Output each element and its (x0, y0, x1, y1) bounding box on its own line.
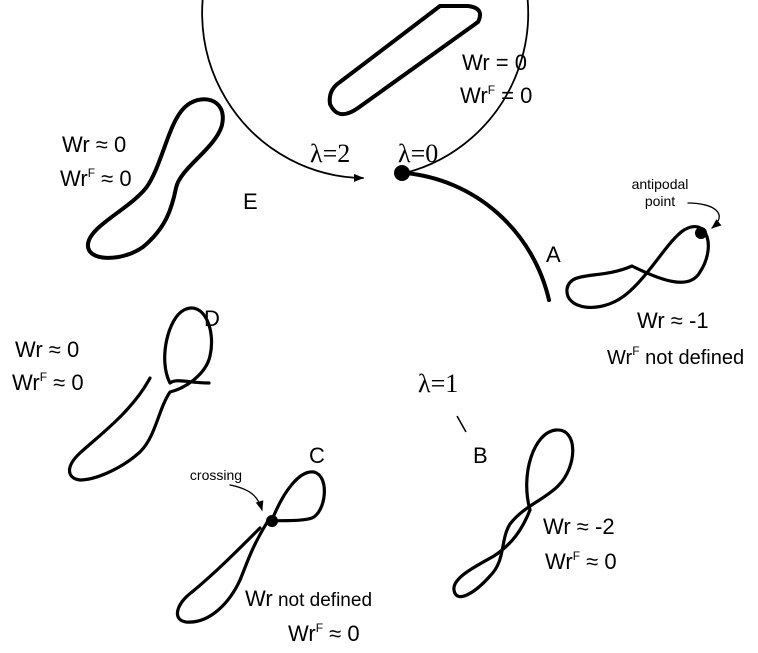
antipodal-arrow (687, 202, 722, 229)
c-wrf: WrF ≈ 0 (288, 621, 360, 646)
top-wr: Wr = 0 (462, 50, 527, 75)
e-wr: Wr ≈ 0 (62, 132, 126, 157)
antipodal-dot (695, 227, 707, 239)
lambda-2-label: λ=2 (310, 139, 350, 168)
top-wrf: WrF = 0 (460, 83, 532, 108)
point-e-label: E (243, 189, 258, 214)
b-wrf: WrF ≈ 0 (545, 549, 617, 574)
curve-d (67, 306, 214, 482)
c-wr: Wr not defined (245, 586, 372, 611)
crossing-arrow (229, 484, 264, 511)
curve-e (86, 97, 225, 260)
central-circle (201, 0, 551, 433)
point-c-label: C (309, 443, 325, 468)
crossing-label: crossing (190, 467, 242, 483)
e-wrf: WrF ≈ 0 (60, 166, 132, 191)
thin-arc (201, 0, 529, 182)
curve-b (452, 428, 575, 599)
point-a-label: A (546, 242, 561, 267)
lambda-zero-dot (394, 165, 410, 181)
a-wr: Wr ≈ -1 (637, 308, 709, 333)
antipodal-label-1: antipodal (632, 176, 689, 192)
crossing-dot (266, 515, 278, 527)
curve-a-lobes (565, 225, 710, 309)
lambda-one-tick (456, 415, 467, 433)
point-b-label: B (473, 443, 488, 468)
lambda-0-label: λ=0 (398, 139, 438, 168)
b-wr: Wr ≈ -2 (543, 514, 615, 539)
curve-c (175, 470, 326, 624)
lambda-1-label: λ=1 (418, 369, 458, 398)
stadium-curve (327, 4, 482, 116)
thick-arc (403, 171, 551, 302)
antipodal-label-2: point (645, 193, 675, 209)
d-wr: Wr ≈ 0 (15, 337, 79, 362)
a-wrf: WrF not defined (607, 344, 744, 369)
d-wrf: WrF ≈ 0 (12, 370, 84, 395)
